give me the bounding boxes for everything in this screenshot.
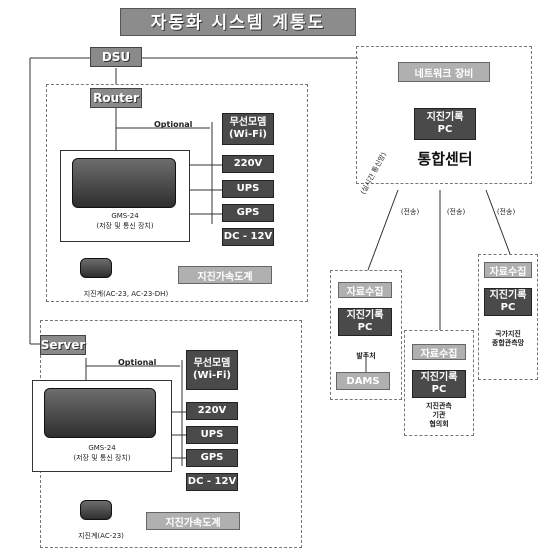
router-box: Router (90, 88, 142, 108)
seismometer-label-2: 지진계(AC-23) (56, 532, 146, 541)
link-label-2: (전송) (444, 208, 468, 217)
seismometer-image (80, 258, 112, 278)
link-label-3: (전송) (494, 208, 518, 217)
dest3-pc-box: 지진기록 PC (484, 288, 532, 316)
gps-box: GPS (222, 204, 274, 222)
link-center-dest3 (486, 190, 510, 254)
dest2-label: 지진관측 기관 협의회 (406, 402, 472, 429)
dest1-label: 발주처 (334, 352, 398, 361)
center-network-box: 네트워크 장비 (398, 62, 490, 82)
dest1-top-box: 자료수집 (338, 282, 392, 298)
gms24-device-image (72, 158, 176, 208)
sensor-box-2: 지진가속도계 (146, 512, 240, 530)
sensor-box: 지진가속도계 (178, 266, 272, 284)
recorder-label-2: (저장 및 통신 장치) (32, 454, 172, 463)
diagram-title: 자동화 시스템 계통도 (120, 8, 356, 36)
ups-box-2: UPS (186, 426, 238, 444)
server-box: Server (40, 335, 86, 355)
optional-label-2: Optional (118, 358, 156, 367)
seismometer-label: 지진계(AC-23, AC-23-DH) (56, 290, 196, 299)
dams-box: DAMS (336, 372, 390, 390)
optional-label: Optional (154, 120, 192, 129)
gps-box-2: GPS (186, 449, 238, 467)
ups-box: UPS (222, 180, 274, 198)
recorder-model: GMS-24 (60, 212, 190, 221)
wifi-modem-box-2: 무선모뎀 (Wi-Fi) (186, 350, 238, 390)
recorder-model-2: GMS-24 (32, 444, 172, 453)
center-pc-box: 지진기록 PC (414, 108, 476, 140)
dest2-pc-box: 지진기록 PC (412, 370, 466, 398)
power-220v-box: 220V (222, 155, 274, 173)
dc-12v-box-2: DC - 12V (186, 473, 238, 491)
seismometer-image-2 (80, 500, 112, 520)
dest2-top-box: 자료수집 (412, 344, 466, 360)
center-label: 통합센터 (400, 148, 490, 169)
dsu-box: DSU (90, 47, 142, 67)
dest3-top-box: 자료수집 (484, 262, 532, 278)
power-220v-box-2: 220V (186, 402, 238, 420)
link-center-dest1 (368, 190, 398, 270)
gms24-device-image-2 (44, 388, 156, 438)
recorder-label: (저장 및 통신 장치) (60, 222, 190, 231)
dest1-pc-box: 지진기록 PC (338, 308, 392, 336)
dest3-label: 국가지진 종합관측망 (478, 330, 538, 348)
link-label-1: (전송) (398, 208, 422, 217)
dc-12v-box: DC - 12V (222, 228, 274, 246)
wifi-modem-box: 무선모뎀 (Wi-Fi) (222, 113, 274, 145)
